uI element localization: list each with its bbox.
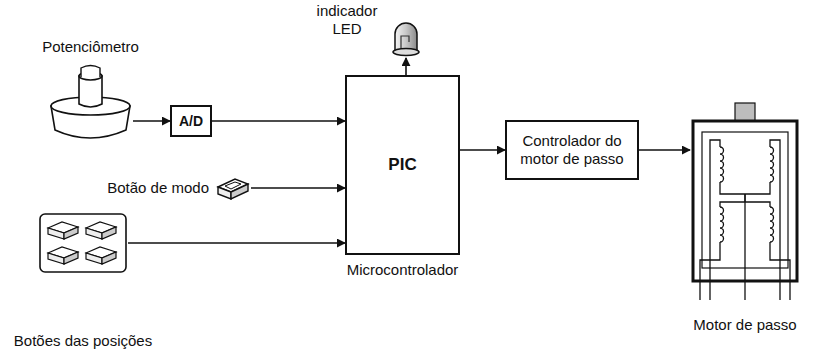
signal-arrow [460,149,505,151]
node-label: A/D [179,113,203,130]
node-label: Motor de passo [693,316,796,334]
node-label: indicador LED [310,2,384,38]
node-label: Potenciômetro [42,38,139,56]
stepper-motor: Motor de passo [690,102,800,302]
signal-arrow [251,187,345,189]
node-label: PIC [388,155,416,175]
node-label: Botões das posições [14,332,152,350]
ad-converter-box: A/D [170,105,212,137]
led-indicator: indicador LED [388,18,424,58]
stepper-driver-box: Controlador do motor de passo [505,120,639,180]
position-buttons-icon [38,212,128,274]
stepper-motor-icon [690,102,800,302]
mode-button-icon [215,175,251,201]
signal-arrow [639,149,690,151]
microcontroller-box: PICMicrocontrolador [345,75,460,255]
potentiometer-icon [48,62,133,142]
signal-arrow [133,120,170,122]
position-buttons: Botões das posições [38,212,128,274]
signal-arrow [405,58,407,75]
node-label: Controlador do motor de passo [507,132,637,168]
node-caption: Microcontrolador [347,261,459,279]
led-icon [388,18,424,58]
node-label: Botão de modo [107,179,209,197]
potentiometer: Potenciômetro [48,62,133,142]
signal-arrow [128,242,345,244]
signal-arrow [212,120,345,122]
mode-button: Botão de modo [215,175,251,201]
